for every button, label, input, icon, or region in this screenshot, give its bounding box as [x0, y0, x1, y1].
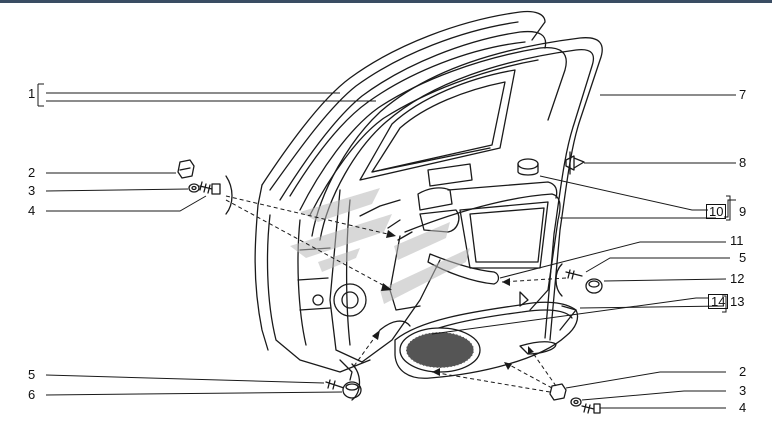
door-frame-outer — [261, 10, 547, 201]
bracket-1 — [37, 83, 44, 107]
callout-2-left: 2 — [28, 165, 36, 180]
assembly-arrows — [225, 195, 567, 393]
callout-12: 12 — [730, 271, 745, 286]
callout-1: 1 — [28, 86, 36, 101]
watermark-logo — [290, 188, 470, 304]
callout-9: 9 — [739, 204, 747, 219]
bracket-arc-right — [555, 263, 563, 297]
callout-5-left: 5 — [28, 367, 36, 382]
callout-4-right: 4 — [739, 400, 747, 415]
callout-8: 8 — [739, 155, 747, 170]
door-clip-8 — [565, 151, 585, 175]
door-seal-weatherstrip — [311, 37, 603, 341]
callout-3-right: 3 — [739, 383, 747, 398]
top-frame-bar — [0, 0, 772, 3]
clip-nut-lower — [549, 383, 567, 401]
grommet-10 — [517, 158, 539, 176]
screw-upper — [199, 181, 221, 195]
washer-upper — [188, 183, 200, 193]
bracket-arc-lower — [351, 363, 361, 401]
screw-5-lower — [325, 379, 345, 390]
cap-12 — [585, 278, 603, 294]
callout-11: 11 — [730, 233, 744, 248]
bracket-13 — [722, 295, 727, 313]
callout-4-left: 4 — [28, 203, 36, 218]
washer-lower — [570, 397, 582, 407]
arrow-heads — [372, 230, 534, 376]
bracket-9 — [726, 195, 731, 221]
callout-10: 10 — [706, 204, 727, 219]
callout-2-right: 2 — [739, 364, 747, 379]
callout-3-left: 3 — [28, 183, 36, 198]
bracket-arc-upper — [225, 175, 233, 215]
callout-6: 6 — [28, 387, 36, 402]
callout-7: 7 — [739, 87, 747, 102]
plug-clip-lower — [339, 359, 353, 381]
leader-lines — [45, 92, 736, 409]
armrest-handle — [427, 253, 500, 285]
speaker-grille — [399, 327, 481, 373]
clip-nut-upper — [177, 159, 195, 179]
screw-5-right — [565, 269, 583, 280]
callout-14: 14 — [708, 294, 729, 309]
callout-13: 13 — [730, 294, 745, 309]
callout-5-right: 5 — [739, 250, 747, 265]
screw-lower-right — [581, 403, 601, 414]
